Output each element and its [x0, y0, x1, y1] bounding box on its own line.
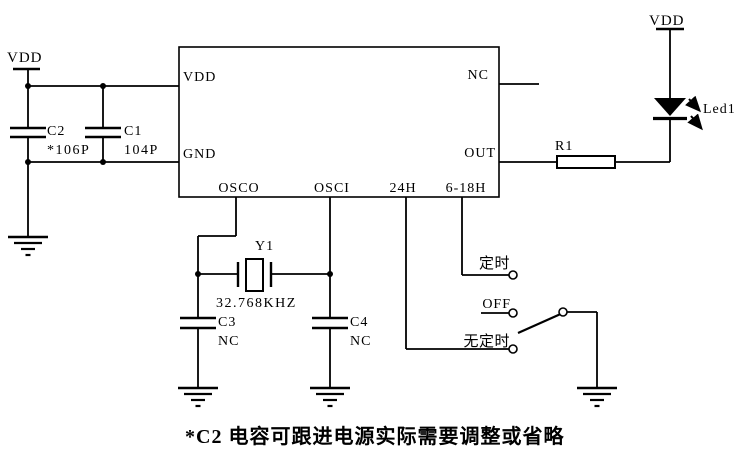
- c2-note-text: *C2 电容可跟进电源实际需要调整或省略: [185, 424, 564, 448]
- crystal-body-icon: [245, 258, 264, 292]
- c4-value-label: NC: [350, 334, 371, 349]
- ground-symbol-c4: [308, 386, 352, 408]
- ic-pin-osco-label: OSCO: [218, 181, 259, 196]
- c2-value-label: *106P: [47, 143, 90, 158]
- switch-terminal-timer[interactable]: [508, 270, 518, 280]
- ic-outline: [178, 46, 500, 198]
- switch-terminal-no-timer[interactable]: [508, 344, 518, 354]
- led1-ref-label: Led1: [703, 102, 736, 117]
- vdd-power-symbol-left: VDD: [7, 50, 43, 86]
- c1-ref-label: C1: [124, 124, 142, 139]
- c3-value-label: NC: [218, 334, 239, 349]
- led-diode-icon: [654, 98, 686, 116]
- junction-dot: [100, 159, 106, 165]
- ic-body: VDD GND NC OUT OSCO 24H OSCI 24H 6-18H: [178, 46, 500, 198]
- ic-pin-out-label: OUT: [464, 146, 496, 161]
- crystal-y1: Y1 32.768KHZ: [195, 239, 333, 311]
- ic-pin-24h-label: 24H: [389, 181, 416, 196]
- ic-pin-osci-label2: OSCI: [314, 181, 350, 196]
- switch-label-no-timer: 无定时: [463, 333, 510, 350]
- led-led1: Led1: [653, 29, 736, 162]
- c4-ref-label: C4: [350, 315, 368, 330]
- switch-wiring: [405, 197, 598, 388]
- vdd-left-label: VDD: [7, 50, 43, 66]
- top-rail-net: [25, 83, 179, 89]
- ground-symbol-switch: [575, 386, 619, 408]
- resistor-body-icon: [556, 155, 616, 169]
- c1-value-label: 104P: [124, 143, 159, 158]
- switch-terminal-off[interactable]: [508, 308, 518, 318]
- vdd-power-symbol-right: VDD: [649, 13, 685, 31]
- ground-symbol-c3: [176, 386, 220, 408]
- led-emission-arrow-icon: [687, 113, 703, 131]
- c3-ref-label: C3: [218, 315, 236, 330]
- ic-pin-vdd-label: VDD: [183, 70, 216, 85]
- bottom-rail-net: [25, 159, 179, 165]
- led-emission-arrow-icon: [685, 95, 702, 113]
- ground-symbol-left: [6, 235, 50, 257]
- y1-value-label: 32.768KHZ: [216, 296, 297, 311]
- osci-net: C4 NC: [312, 197, 371, 388]
- c2-ref-label: C2: [47, 124, 65, 139]
- capacitor-c3: C3 NC: [180, 274, 239, 388]
- switch-label-timer: 定时: [479, 255, 510, 272]
- switch-label-off: OFF: [482, 297, 511, 312]
- vdd-right-label: VDD: [649, 13, 685, 29]
- capacitor-c1: C1 104P: [85, 86, 159, 162]
- capacitor-c2: C2 *106P: [10, 86, 90, 237]
- junction-dot: [25, 159, 31, 165]
- ic-pin-618h-label: 6-18H: [446, 181, 487, 196]
- r1-ref-label: R1: [555, 139, 573, 154]
- y1-ref-label: Y1: [255, 239, 274, 254]
- switch-lever[interactable]: [517, 313, 560, 335]
- ic-pin-gnd-label: GND: [183, 147, 216, 162]
- mode-switch[interactable]: [508, 270, 568, 354]
- resistor-r1: R1: [499, 139, 670, 169]
- switch-common-terminal[interactable]: [558, 307, 568, 317]
- osco-net: [197, 197, 237, 274]
- ic-pin-nc-label: NC: [468, 68, 489, 83]
